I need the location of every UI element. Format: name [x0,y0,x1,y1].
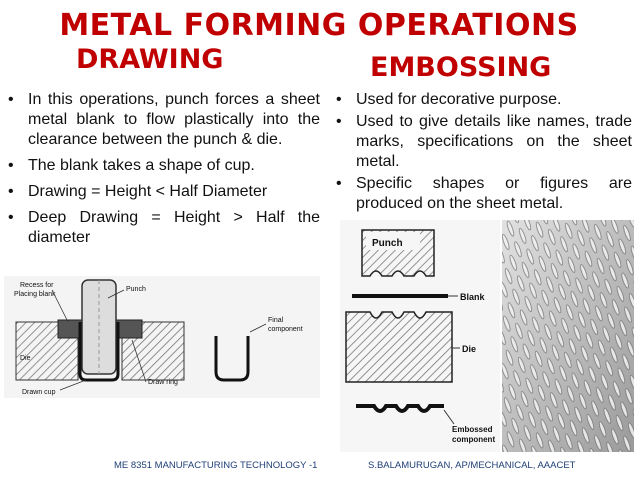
final-label-2: component [268,326,303,333]
final-label: Final [268,317,284,324]
punch-label: Punch [126,286,146,293]
embossed-sheet-photo [502,220,634,452]
embossing-bullet-list: Used for decorative purpose. Used to giv… [330,90,632,216]
embossed-component-shape [356,404,444,413]
draw-ring-label: Draw ring [148,379,178,386]
embossing-process-diagram: Punch Blank Die Embossed component [340,220,500,452]
die-label: Die [20,355,31,362]
drawing-bullet: Drawing = Height < Half Diameter [2,182,320,202]
drawing-bullet: Deep Drawing = Height > Half the diamete… [2,208,320,248]
footer-author: S.BALAMURUGAN, AP/MECHANICAL, AAACET [368,460,576,471]
drawing-bullet: The blank takes a shape of cup. [2,156,320,176]
blank-strip [352,294,448,298]
recess-label-2: Placing blank [14,291,56,298]
blank-label: Blank [460,292,486,302]
embossing-die-label: Die [462,344,476,354]
embossing-bullet: Used for decorative purpose. [330,90,632,110]
drawn-cup-label: Drawn cup [22,389,56,396]
drawing-bullet-list: In this operations, punch forces a sheet… [2,90,320,254]
drawing-process-diagram: Recess for Placing blank Punch Die Draw … [4,276,320,398]
embossed-label-2: component [452,435,495,444]
die-block-right [121,321,185,381]
footer-course: ME 8351 MANUFACTURING TECHNOLOGY -1 [114,460,318,471]
drawing-bullet: In this operations, punch forces a sheet… [2,90,320,150]
embossing-bullet: Specific shapes or figures are produced … [330,174,632,214]
embossing-bullet: Used to give details like names, trade m… [330,112,632,172]
embossing-die-shape [345,311,453,383]
slide-title: METAL FORMING OPERATIONS [59,8,579,43]
final-component-shape [214,336,250,382]
recess-label: Recess for [20,282,54,289]
embossing-heading: EMBOSSING [370,52,552,83]
embossing-punch-label: Punch [372,238,403,249]
embossed-label: Embossed [452,425,493,434]
drawing-heading: DRAWING [76,44,224,75]
